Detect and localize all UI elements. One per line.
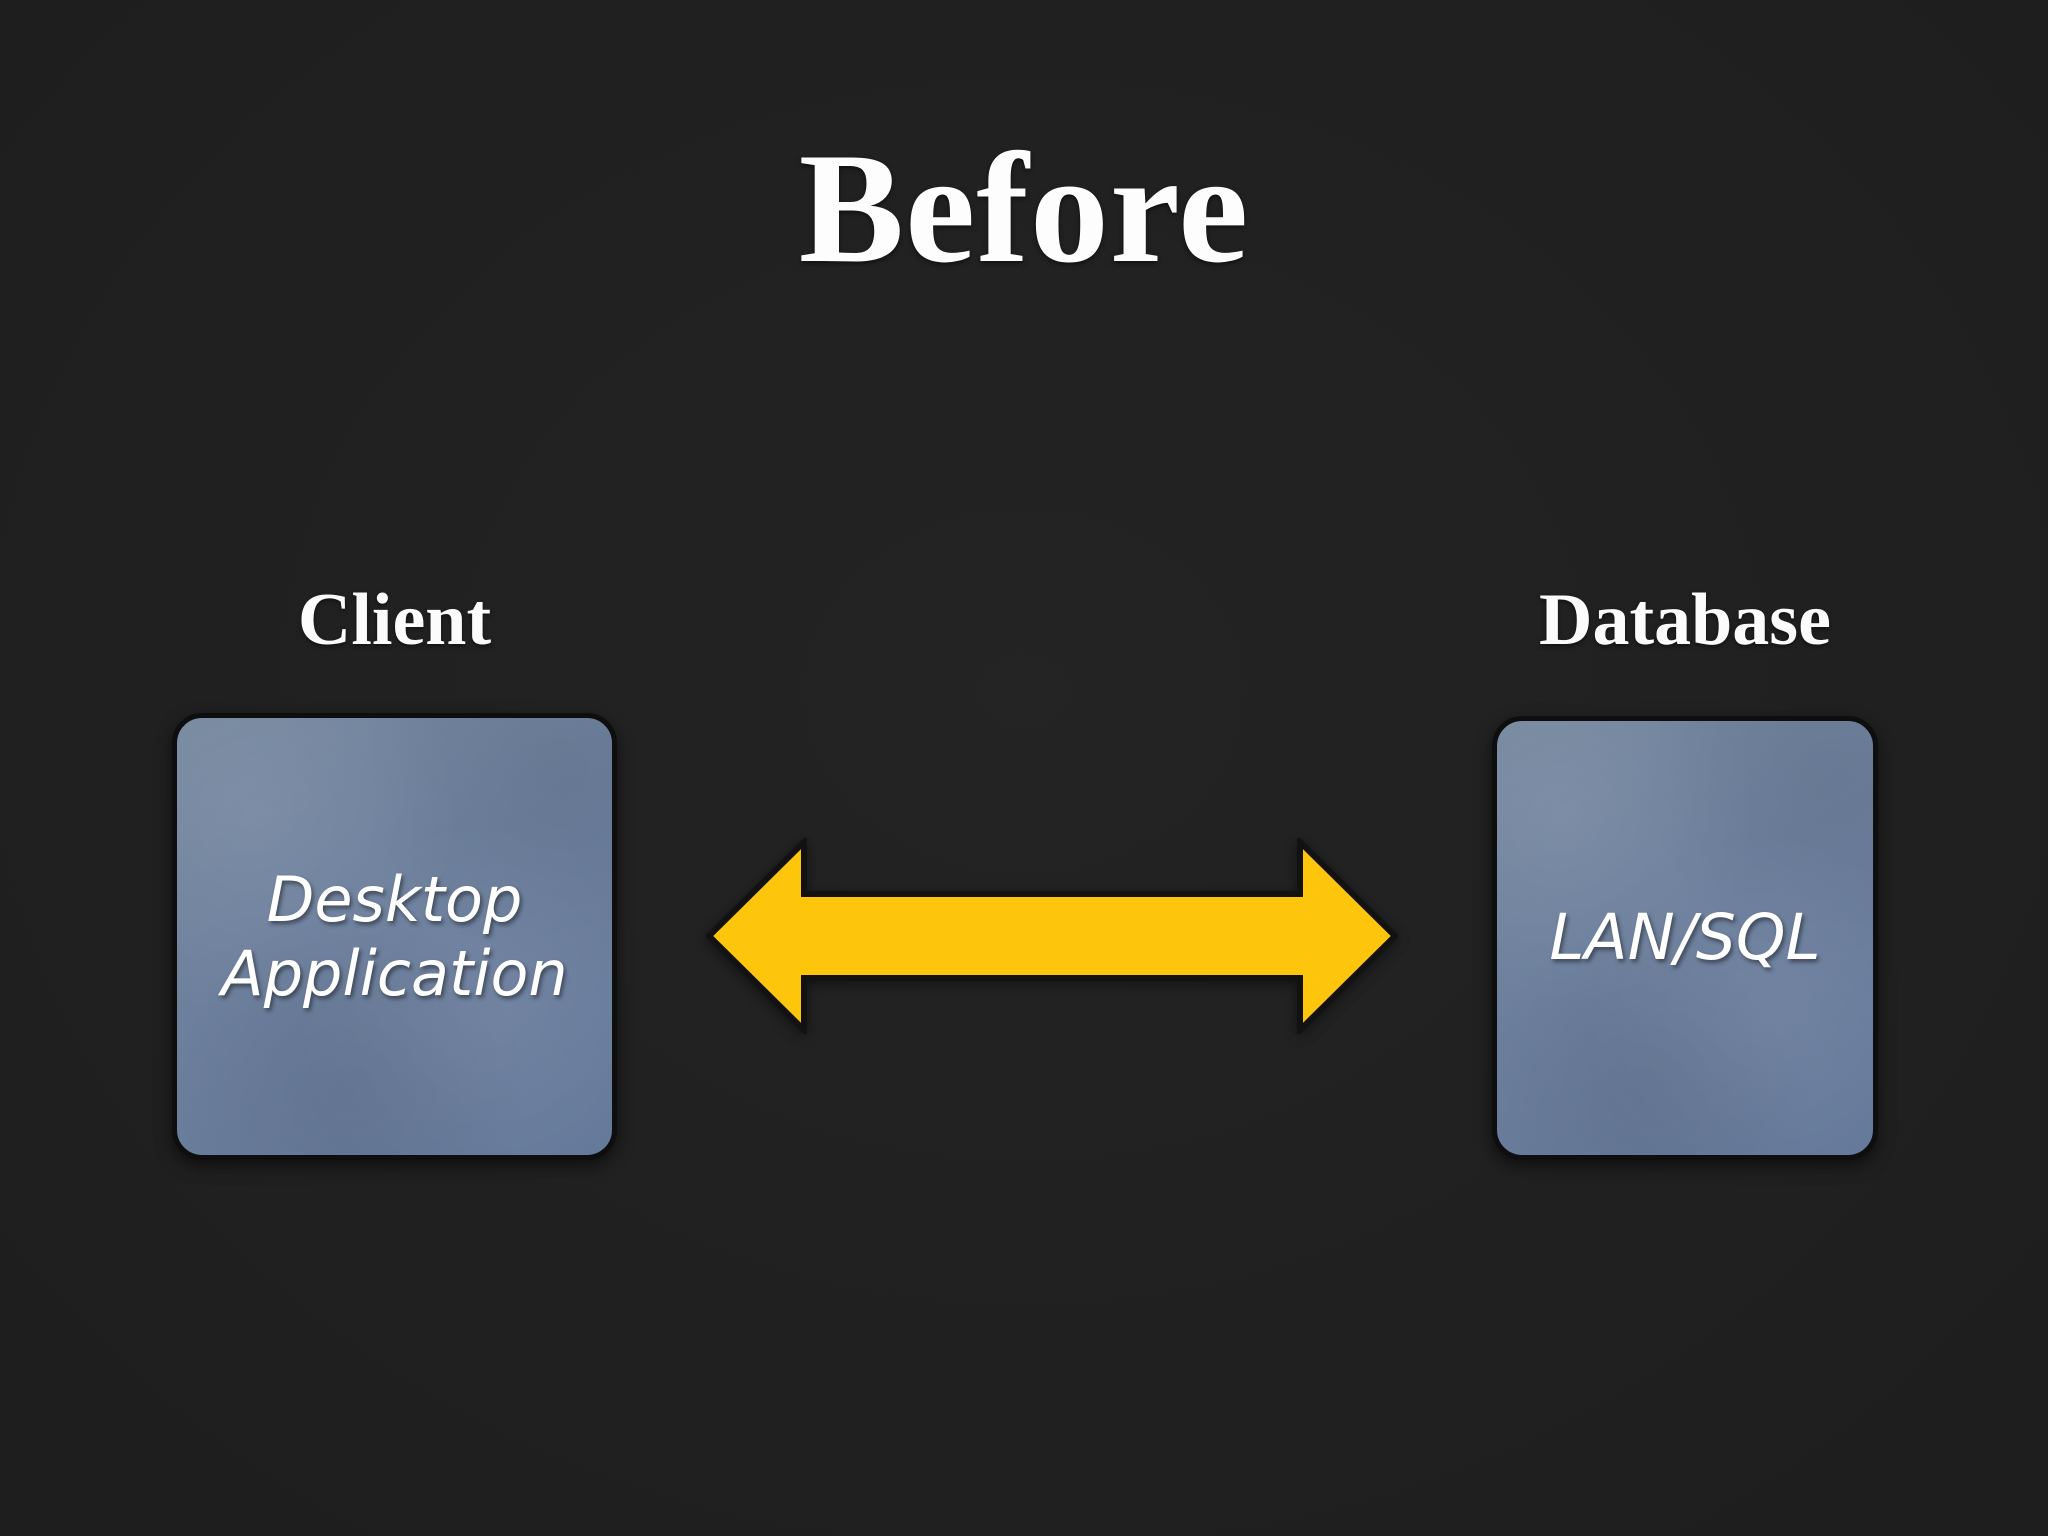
column-label-database: Database <box>1539 579 1831 661</box>
double-headed-arrow-icon <box>706 838 1398 1034</box>
node-label: LAN/SQL <box>1549 900 1821 974</box>
node-label: Desktop Application <box>221 863 568 1010</box>
column-label-client: Client <box>297 579 492 661</box>
node-client-desktop-application[interactable]: Desktop Application <box>172 713 617 1160</box>
page-title: Before <box>798 121 1250 296</box>
node-database-lan-sql[interactable]: LAN/SQL <box>1492 716 1878 1160</box>
